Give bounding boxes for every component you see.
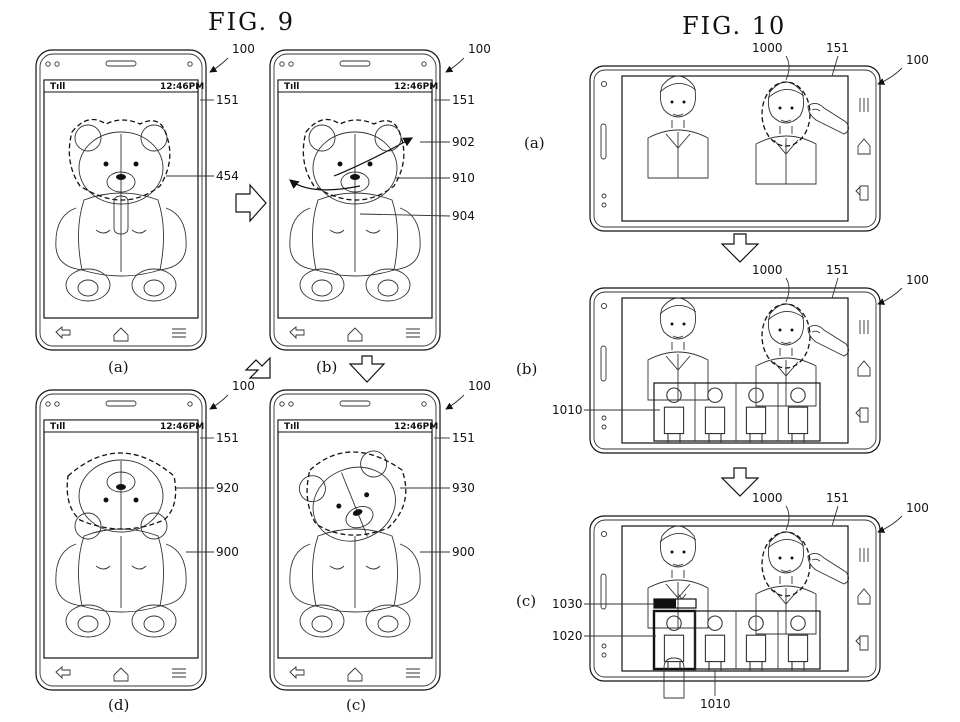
fig9-b-ref-device: 100 <box>468 42 491 56</box>
right-arrow-icon <box>235 183 267 223</box>
fig9-b-ref-screen: 151 <box>452 93 475 107</box>
fig10-c-ref-strip: 1010 <box>700 697 731 711</box>
fig9-a-ref-454: 454 <box>216 169 239 183</box>
fig9-d-label: (d) <box>108 696 129 714</box>
finger-icon <box>663 657 685 699</box>
status-time: 12:46PM <box>160 82 204 92</box>
fig10-c-ref-sel: 1020 <box>552 629 583 643</box>
fig9-c-ref-screen: 151 <box>452 431 475 445</box>
fig10-title: FIG. 10 <box>682 12 786 40</box>
status-time: 12:46PM <box>394 82 438 92</box>
thumbnail-strip[interactable] <box>652 609 821 672</box>
fig9-a-label: (a) <box>108 358 129 376</box>
fig9-c-label: (c) <box>346 696 366 714</box>
progress-bar <box>653 593 697 609</box>
thumbnail-strip[interactable] <box>653 382 821 444</box>
fig10-a-label: (a) <box>524 134 545 152</box>
down-arrow-icon <box>348 355 386 383</box>
fig10-panel-c <box>589 515 881 699</box>
rotate-gesture-arrow-2 <box>289 179 361 191</box>
fig9-b-ref-904: 904 <box>452 209 475 223</box>
diagonal-arrow-icon <box>244 356 271 379</box>
fig9-c-ref-900: 900 <box>452 545 475 559</box>
fig10-a-ref-device: 100 <box>906 53 929 67</box>
signal-icon: Tıll <box>284 422 299 432</box>
fig10-panel-b <box>589 287 881 454</box>
fig9-d-ref-920: 920 <box>216 481 239 495</box>
fig10-b-ref-device: 100 <box>906 273 929 287</box>
fig10-b-label: (b) <box>516 360 537 378</box>
status-time: 12:46PM <box>394 422 438 432</box>
fig10-b-ref-face: 1000 <box>752 263 783 277</box>
fig9-panel-b: Tıll 12:46PM <box>269 49 441 351</box>
bear-selection-outline <box>68 118 171 201</box>
signal-icon: Tıll <box>50 82 65 92</box>
down-arrow-icon <box>720 233 760 263</box>
down-arrow-icon <box>720 467 760 497</box>
signal-icon: Tıll <box>50 422 65 432</box>
fig9-d-ref-device: 100 <box>232 379 255 393</box>
fig10-c-ref-face: 1000 <box>752 491 783 505</box>
fig10-c-ref-bar: 1030 <box>552 597 583 611</box>
fig10-b-ref-screen: 151 <box>826 263 849 277</box>
signal-icon: Tıll <box>284 82 299 92</box>
fig9-panel-a: Tıll 12:46PM <box>35 49 207 351</box>
fig9-a-ref-screen: 151 <box>216 93 239 107</box>
fig10-a-ref-face: 1000 <box>752 41 783 55</box>
fig10-c-ref-device: 100 <box>906 501 929 515</box>
finger-icon <box>113 195 129 235</box>
fig9-c-ref-930: 930 <box>452 481 475 495</box>
fig9-d-ref-900: 900 <box>216 545 239 559</box>
fig9-b-ref-910: 910 <box>452 171 475 185</box>
fig9-panel-c: Tıll 12:46PM <box>269 389 441 691</box>
selected-thumbnail[interactable] <box>652 609 697 671</box>
status-time: 12:46PM <box>160 422 204 432</box>
fig9-panel-d: Tıll 12:46PM <box>35 389 207 691</box>
fig10-c-label: (c) <box>516 592 536 610</box>
fig9-b-ref-902: 902 <box>452 135 475 149</box>
fig9-title: FIG. 9 <box>208 8 295 36</box>
fig10-b-ref-strip: 1010 <box>552 403 583 417</box>
fig10-panel-a <box>589 65 881 232</box>
rotate-gesture-arrow <box>333 137 414 177</box>
fig10-c-ref-screen: 151 <box>826 491 849 505</box>
fig9-d-ref-screen: 151 <box>216 431 239 445</box>
fig9-c-ref-device: 100 <box>468 379 491 393</box>
fig9-a-ref-device: 100 <box>232 42 255 56</box>
fig9-b-label: (b) <box>316 358 337 376</box>
fig10-a-ref-screen: 151 <box>826 41 849 55</box>
